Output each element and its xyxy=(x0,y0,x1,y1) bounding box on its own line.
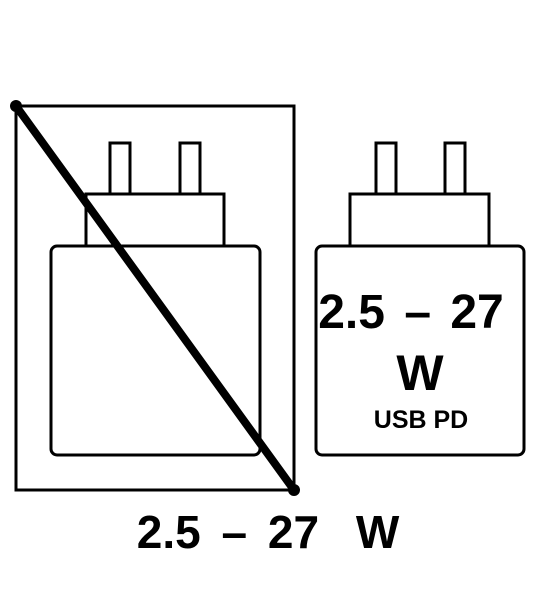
strike-end-bottom xyxy=(288,484,300,496)
no-charger-power-label: 2.5 – 27 W xyxy=(137,506,400,558)
diagonal-strike-icon xyxy=(12,102,298,494)
charger-power-range: 2.5 – 27 xyxy=(318,286,504,339)
strike-end-top xyxy=(10,100,22,112)
prong-left xyxy=(108,141,132,198)
excluded-charger-icon xyxy=(49,141,262,457)
plug-neck xyxy=(348,192,491,248)
no-charger-frame xyxy=(14,104,296,492)
compatible-charger-icon xyxy=(314,141,526,457)
charger-range-max: 27 xyxy=(450,286,503,339)
plug-neck xyxy=(84,192,226,248)
no-charger-included-illustration xyxy=(10,100,300,496)
prong-left xyxy=(374,141,398,198)
no-charger-min-value: 2.5 xyxy=(137,506,201,558)
charger-body xyxy=(314,244,526,457)
compatible-charger-illustration: 2.5 – 27 W USB PD xyxy=(314,141,526,457)
charger-power-unit: W xyxy=(396,345,444,401)
prong-right xyxy=(178,141,202,198)
no-charger-unit: W xyxy=(356,506,400,558)
charger-body xyxy=(49,244,262,457)
charger-range-dash: – xyxy=(404,286,431,339)
prong-right xyxy=(443,141,467,198)
charger-protocol-label: USB PD xyxy=(374,406,468,434)
charger-range-min: 2.5 xyxy=(318,286,385,339)
no-charger-max-value: 27 xyxy=(268,506,319,558)
no-charger-range-dash: – xyxy=(221,506,247,558)
